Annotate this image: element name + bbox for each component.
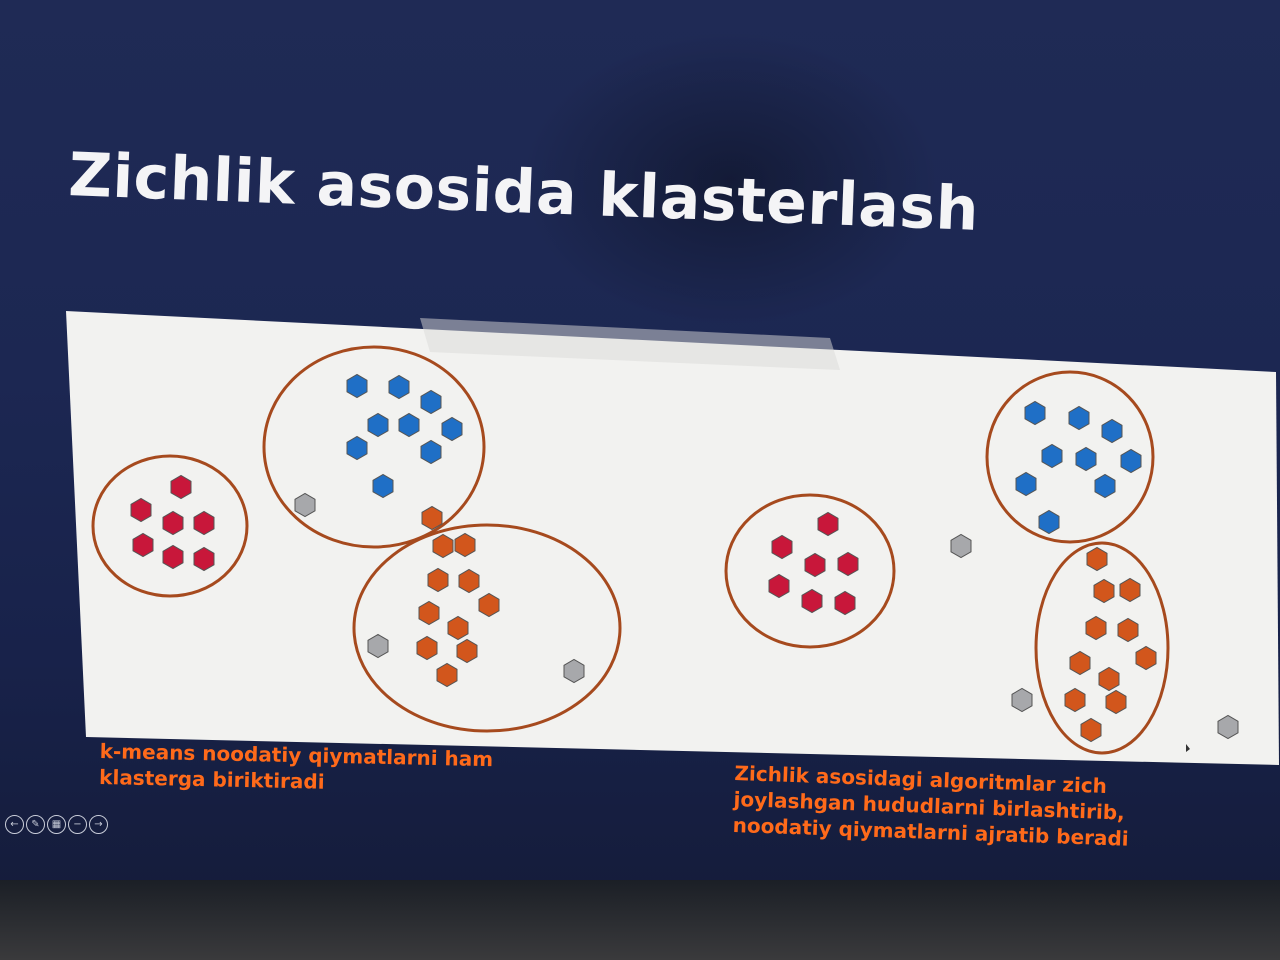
blue-point bbox=[1075, 446, 1097, 472]
red-point bbox=[804, 552, 826, 578]
cluster-ring bbox=[985, 370, 1155, 544]
right-diagram bbox=[724, 370, 1170, 755]
red-point bbox=[193, 510, 215, 536]
blue-point bbox=[1094, 473, 1116, 499]
cluster-ring bbox=[262, 345, 486, 549]
red-point bbox=[768, 573, 790, 599]
blue-point bbox=[388, 374, 410, 400]
orange-point bbox=[456, 638, 478, 664]
monitor-bezel bbox=[0, 880, 1280, 960]
forward-icon[interactable]: → bbox=[89, 815, 108, 834]
gray-point bbox=[1011, 687, 1033, 713]
orange-point bbox=[416, 635, 438, 661]
gray-point bbox=[1217, 714, 1239, 740]
slideshow-controls: ← ✎ ▦ − → bbox=[5, 815, 108, 834]
orange-point bbox=[1064, 687, 1086, 713]
zoom-out-icon[interactable]: − bbox=[68, 815, 87, 834]
orange-point bbox=[447, 615, 469, 641]
cluster-ring bbox=[724, 493, 896, 649]
left-diagram bbox=[91, 345, 622, 733]
blue-point bbox=[1038, 509, 1060, 535]
orange-point bbox=[478, 592, 500, 618]
orange-point bbox=[1080, 717, 1102, 743]
red-point bbox=[132, 532, 154, 558]
orange-point bbox=[458, 568, 480, 594]
caption-density: Zichlik asosidagi algoritmlar zich joyla… bbox=[732, 760, 1130, 851]
back-icon[interactable]: ← bbox=[5, 815, 24, 834]
blue-point bbox=[1041, 443, 1063, 469]
gray-point bbox=[563, 658, 585, 684]
orange-point bbox=[1098, 666, 1120, 692]
caption-kmeans: k-means noodatiy qiymatlarni ham klaster… bbox=[98, 738, 494, 794]
orange-point bbox=[436, 662, 458, 688]
blue-point bbox=[420, 439, 442, 465]
orange-point bbox=[1135, 645, 1157, 671]
blue-point bbox=[1101, 418, 1123, 444]
cluster-ring bbox=[1034, 541, 1170, 755]
red-point bbox=[817, 511, 839, 537]
blue-point bbox=[367, 412, 389, 438]
pen-icon[interactable]: ✎ bbox=[26, 815, 45, 834]
blue-point bbox=[398, 412, 420, 438]
red-point bbox=[801, 588, 823, 614]
orange-point bbox=[1085, 615, 1107, 641]
blue-point bbox=[346, 373, 368, 399]
orange-point bbox=[418, 600, 440, 626]
screen-glare bbox=[520, 30, 940, 330]
blue-point bbox=[372, 473, 394, 499]
orange-point bbox=[421, 505, 443, 531]
red-point bbox=[162, 544, 184, 570]
diagram-shade bbox=[420, 318, 840, 370]
gray-point bbox=[950, 533, 972, 559]
orange-point bbox=[1069, 650, 1091, 676]
blue-point bbox=[1024, 400, 1046, 426]
orange-point bbox=[1093, 578, 1115, 604]
orange-point bbox=[1086, 546, 1108, 572]
red-point bbox=[193, 546, 215, 572]
blue-point bbox=[420, 389, 442, 415]
data-points bbox=[130, 373, 1239, 743]
blue-point bbox=[1120, 448, 1142, 474]
blue-point bbox=[1068, 405, 1090, 431]
red-point bbox=[162, 510, 184, 536]
red-point bbox=[837, 551, 859, 577]
red-point bbox=[834, 590, 856, 616]
gray-point bbox=[367, 633, 389, 659]
orange-point bbox=[427, 567, 449, 593]
orange-point bbox=[1105, 689, 1127, 715]
red-point bbox=[170, 474, 192, 500]
red-point bbox=[130, 497, 152, 523]
red-point bbox=[771, 534, 793, 560]
orange-point bbox=[1119, 577, 1141, 603]
orange-point bbox=[454, 532, 476, 558]
blue-point bbox=[346, 435, 368, 461]
blue-point bbox=[1015, 471, 1037, 497]
mouse-cursor bbox=[1186, 744, 1190, 752]
cluster-ring bbox=[91, 454, 249, 598]
blue-point bbox=[441, 416, 463, 442]
slides-icon[interactable]: ▦ bbox=[47, 815, 66, 834]
gray-point bbox=[294, 492, 316, 518]
cluster-ring bbox=[352, 523, 622, 733]
orange-point bbox=[432, 533, 454, 559]
orange-point bbox=[1117, 617, 1139, 643]
